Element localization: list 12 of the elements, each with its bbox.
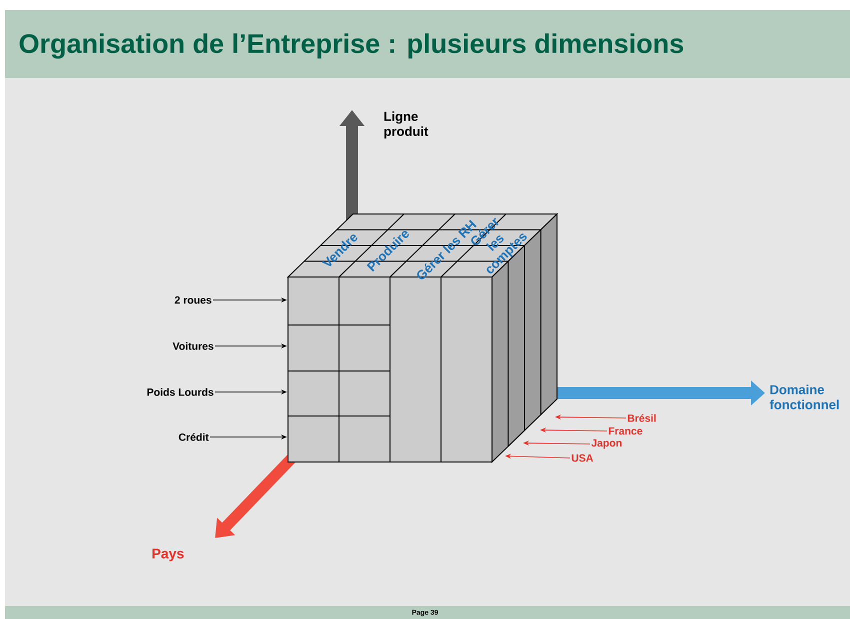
axis-value-label: USA: [572, 454, 594, 462]
diagram-title: Organisation de l’Entreprise : plusieurs dimensions: [20, 33, 684, 59]
axis-label: Ligne produit: [384, 111, 428, 139]
axis-value-label: Crédit: [178, 433, 209, 441]
axis-value-label: 2 roues: [174, 296, 212, 304]
axis-value-label: Poids Lourds: [147, 388, 214, 396]
axis-value-label: Brésil: [628, 414, 656, 422]
axis-label: Pays: [152, 548, 184, 562]
axis-value-label: Voitures: [172, 342, 214, 350]
axis-label: Domaine fonctionnel: [770, 384, 839, 410]
axis-value-label: France: [608, 427, 642, 435]
axis-value-label: Japon: [591, 439, 622, 449]
